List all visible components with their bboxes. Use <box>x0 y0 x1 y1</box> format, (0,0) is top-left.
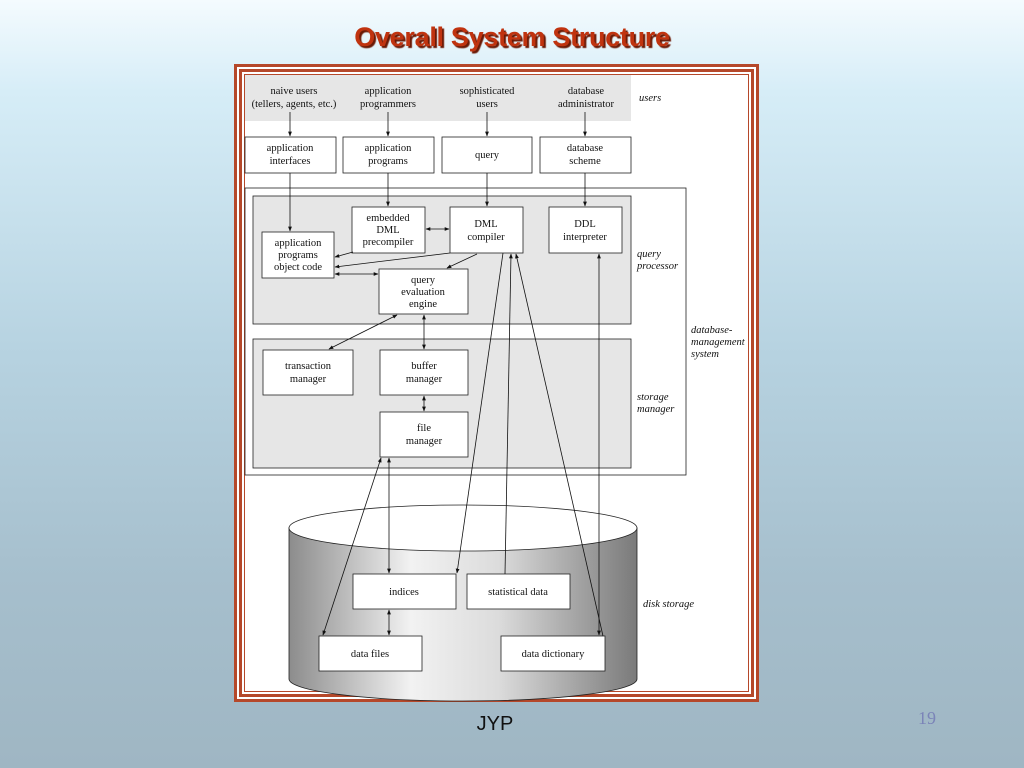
svg-text:engine: engine <box>409 299 437 310</box>
svg-text:programmers: programmers <box>360 99 416 110</box>
svg-text:data files: data files <box>351 649 389 660</box>
svg-text:storage: storage <box>637 392 669 403</box>
box-application-programs: application programs <box>342 136 435 174</box>
svg-text:precompiler: precompiler <box>363 237 414 248</box>
svg-text:embedded: embedded <box>366 213 410 224</box>
svg-text:management: management <box>691 337 746 348</box>
svg-text:DML: DML <box>474 219 497 230</box>
footer-author: JYP <box>476 713 514 735</box>
svg-text:manager: manager <box>406 374 443 385</box>
slide-title: Overall System Structure <box>354 22 670 52</box>
svg-text:query: query <box>475 150 500 161</box>
svg-text:database: database <box>568 86 604 97</box>
dbms-boundary <box>244 187 687 476</box>
svg-text:statistical data: statistical data <box>488 587 548 598</box>
svg-text:DDL: DDL <box>574 219 596 230</box>
svg-text:system: system <box>691 349 719 360</box>
box-embedded-dml-precompiler: embedded DML precompiler <box>351 206 426 254</box>
svg-text:(tellers, agents, etc.): (tellers, agents, etc.) <box>252 99 337 110</box>
svg-text:DML: DML <box>376 225 399 236</box>
box-data-dictionary: data dictionary <box>500 635 606 672</box>
svg-text:database: database <box>567 143 603 154</box>
label-dbms: database- management system <box>691 325 746 360</box>
svg-text:interfaces: interfaces <box>270 156 311 167</box>
svg-text:application: application <box>275 238 322 249</box>
users-band <box>245 75 631 121</box>
svg-text:scheme: scheme <box>569 156 601 167</box>
box-dml-compiler: DML compiler <box>449 206 524 254</box>
disk-cylinder <box>288 504 638 702</box>
user-sophisticated: sophisticated users <box>460 86 516 110</box>
box-indices: indices <box>352 573 457 610</box>
box-file-manager: file manager <box>379 411 469 458</box>
svg-text:naive users: naive users <box>271 86 318 97</box>
system-structure-diagram: naive users (tellers, agents, etc.) appl… <box>244 75 746 702</box>
box-database-scheme: database scheme <box>539 136 632 174</box>
label-users: users <box>639 93 661 104</box>
svg-text:indices: indices <box>389 587 419 598</box>
svg-text:file: file <box>417 423 431 434</box>
svg-text:database-: database- <box>691 325 733 336</box>
user-dba: database administrator <box>558 86 614 110</box>
box-query-evaluation-engine: query evaluation engine <box>378 268 469 315</box>
box-statistical-data: statistical data <box>466 573 571 610</box>
box-transaction-manager: transaction manager <box>262 349 354 396</box>
svg-text:manager: manager <box>406 436 443 447</box>
svg-text:programs: programs <box>368 156 408 167</box>
svg-text:interpreter: interpreter <box>563 232 607 243</box>
svg-text:data dictionary: data dictionary <box>522 649 585 660</box>
page-number: 19 <box>918 708 936 728</box>
label-storage-manager: storage manager <box>637 392 675 415</box>
svg-text:processor: processor <box>636 261 679 272</box>
box-query: query <box>441 136 533 174</box>
svg-text:manager: manager <box>637 404 675 415</box>
label-query-processor: query processor <box>636 249 679 272</box>
box-ddl-interpreter: DDL interpreter <box>548 206 623 254</box>
svg-text:query: query <box>637 249 661 260</box>
svg-text:manager: manager <box>290 374 327 385</box>
svg-text:buffer: buffer <box>411 361 437 372</box>
box-app-object-code: application programs object code <box>261 231 335 279</box>
user-naive: naive users (tellers, agents, etc.) <box>252 86 337 110</box>
svg-text:administrator: administrator <box>558 99 614 110</box>
user-application-programmers: application programmers <box>360 86 416 110</box>
svg-text:evaluation: evaluation <box>401 287 445 298</box>
svg-text:object code: object code <box>274 262 322 273</box>
svg-text:application: application <box>365 86 412 97</box>
svg-text:programs: programs <box>278 250 318 261</box>
connectors <box>288 112 604 637</box>
box-buffer-manager: buffer manager <box>379 349 469 396</box>
svg-text:application: application <box>365 143 412 154</box>
svg-text:query: query <box>411 275 436 286</box>
svg-text:users: users <box>476 99 498 110</box>
svg-text:transaction: transaction <box>285 361 332 372</box>
svg-text:application: application <box>267 143 314 154</box>
label-disk-storage: disk storage <box>643 599 694 610</box>
box-data-files: data files <box>318 635 423 672</box>
svg-text:sophisticated: sophisticated <box>460 86 516 97</box>
box-application-interfaces: application interfaces <box>244 136 337 174</box>
svg-text:compiler: compiler <box>467 232 505 243</box>
diagram-frame: naive users (tellers, agents, etc.) appl… <box>234 64 759 702</box>
